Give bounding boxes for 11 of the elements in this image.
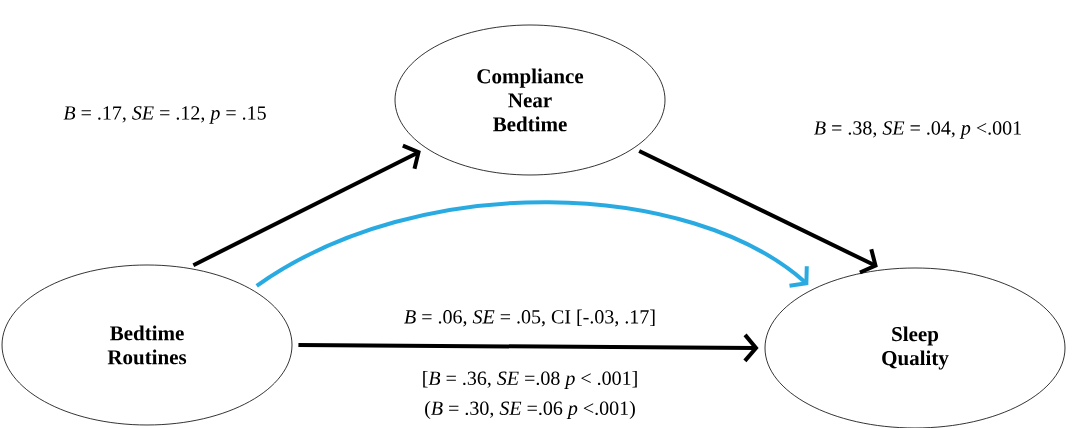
arrow xyxy=(192,143,421,267)
edge-label: B = .06, SE = .05, CI [-.03, .17] xyxy=(403,308,657,328)
ellipse-node: Compliance Near Bedtime xyxy=(394,24,666,176)
arrow xyxy=(638,149,878,275)
statistics-label: [B = .36, SE =.08 p < .001] xyxy=(423,370,637,390)
edge-label: B = .17, SE = .12, p = .15 xyxy=(62,105,268,125)
arrow xyxy=(255,200,809,288)
arrow xyxy=(298,333,759,363)
edge-label: B = .38, SE = .04, p <.001 xyxy=(812,120,1024,140)
ellipse-node: Bedtime Routines xyxy=(1,264,293,426)
statistics-label: (B = .30, SE =.06 p <.001) xyxy=(425,400,635,420)
